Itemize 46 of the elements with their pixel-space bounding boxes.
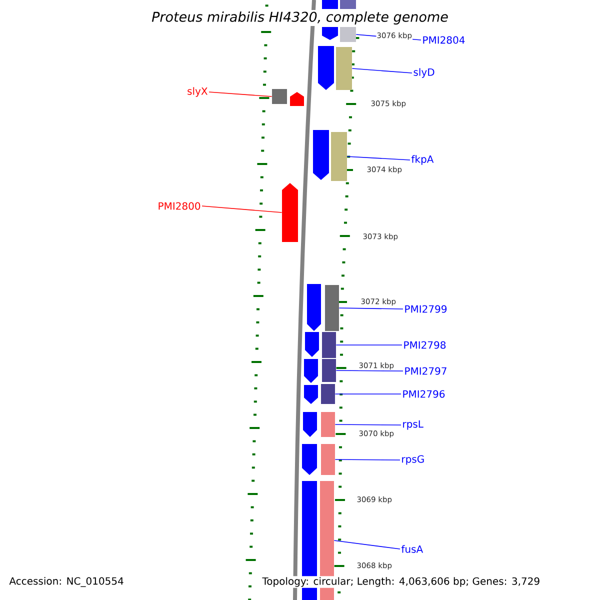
gene-label: PMI2798 — [404, 341, 446, 349]
gene-label: PMI2799 — [405, 305, 447, 313]
gene-label: PMI2797 — [405, 367, 446, 375]
gene-label: fusA — [401, 545, 424, 553]
leader-line — [346, 156, 410, 160]
leader-line — [338, 308, 404, 310]
gene-box — [322, 332, 336, 358]
gene-label: fkpA — [411, 155, 434, 165]
gene-label: slyD — [414, 68, 434, 78]
gene-glyph — [282, 183, 298, 242]
gene-box — [321, 412, 335, 437]
gene-box — [321, 384, 335, 404]
gene-box — [321, 444, 335, 475]
gene-glyph — [304, 359, 318, 383]
gene-glyph — [305, 332, 319, 357]
gene-glyph — [304, 385, 318, 404]
gene-glyph — [318, 46, 334, 90]
gene-box — [272, 89, 287, 104]
gene-glyph — [322, 27, 338, 40]
gene-glyph — [303, 412, 317, 437]
gene-box — [340, 27, 356, 42]
gene-box — [331, 132, 347, 181]
gene-glyph — [307, 284, 321, 331]
gene-label: rpsL — [403, 420, 424, 430]
leader-line — [334, 424, 402, 426]
leader-line — [336, 370, 404, 372]
title: Proteus mirabilis HI4320, complete genome — [150, 10, 450, 26]
gene-box — [336, 47, 352, 90]
leader-line — [336, 344, 402, 346]
gene-label: slyX — [188, 87, 208, 97]
info-text: Topology: circular; Length: 4,063,606 bp; Genes: 3,729 — [261, 576, 542, 588]
gene-glyph — [313, 130, 329, 180]
gene-box — [322, 359, 336, 382]
gene-glyph — [302, 444, 317, 475]
leader-line — [208, 92, 272, 97]
gene-box — [325, 285, 339, 331]
leader-line — [352, 68, 412, 74]
gene-glyph — [290, 92, 304, 106]
gene-label: PMI2804 — [423, 36, 465, 44]
info-text: Accession: NC_010554 — [9, 577, 124, 587]
gene-label: PMI2800 — [158, 202, 200, 210]
leader-line — [334, 459, 400, 460]
gene-label: PMI2796 — [403, 390, 445, 398]
leader-line — [334, 540, 400, 550]
gene-label: rpsG — [402, 455, 424, 465]
leader-line — [202, 206, 282, 213]
